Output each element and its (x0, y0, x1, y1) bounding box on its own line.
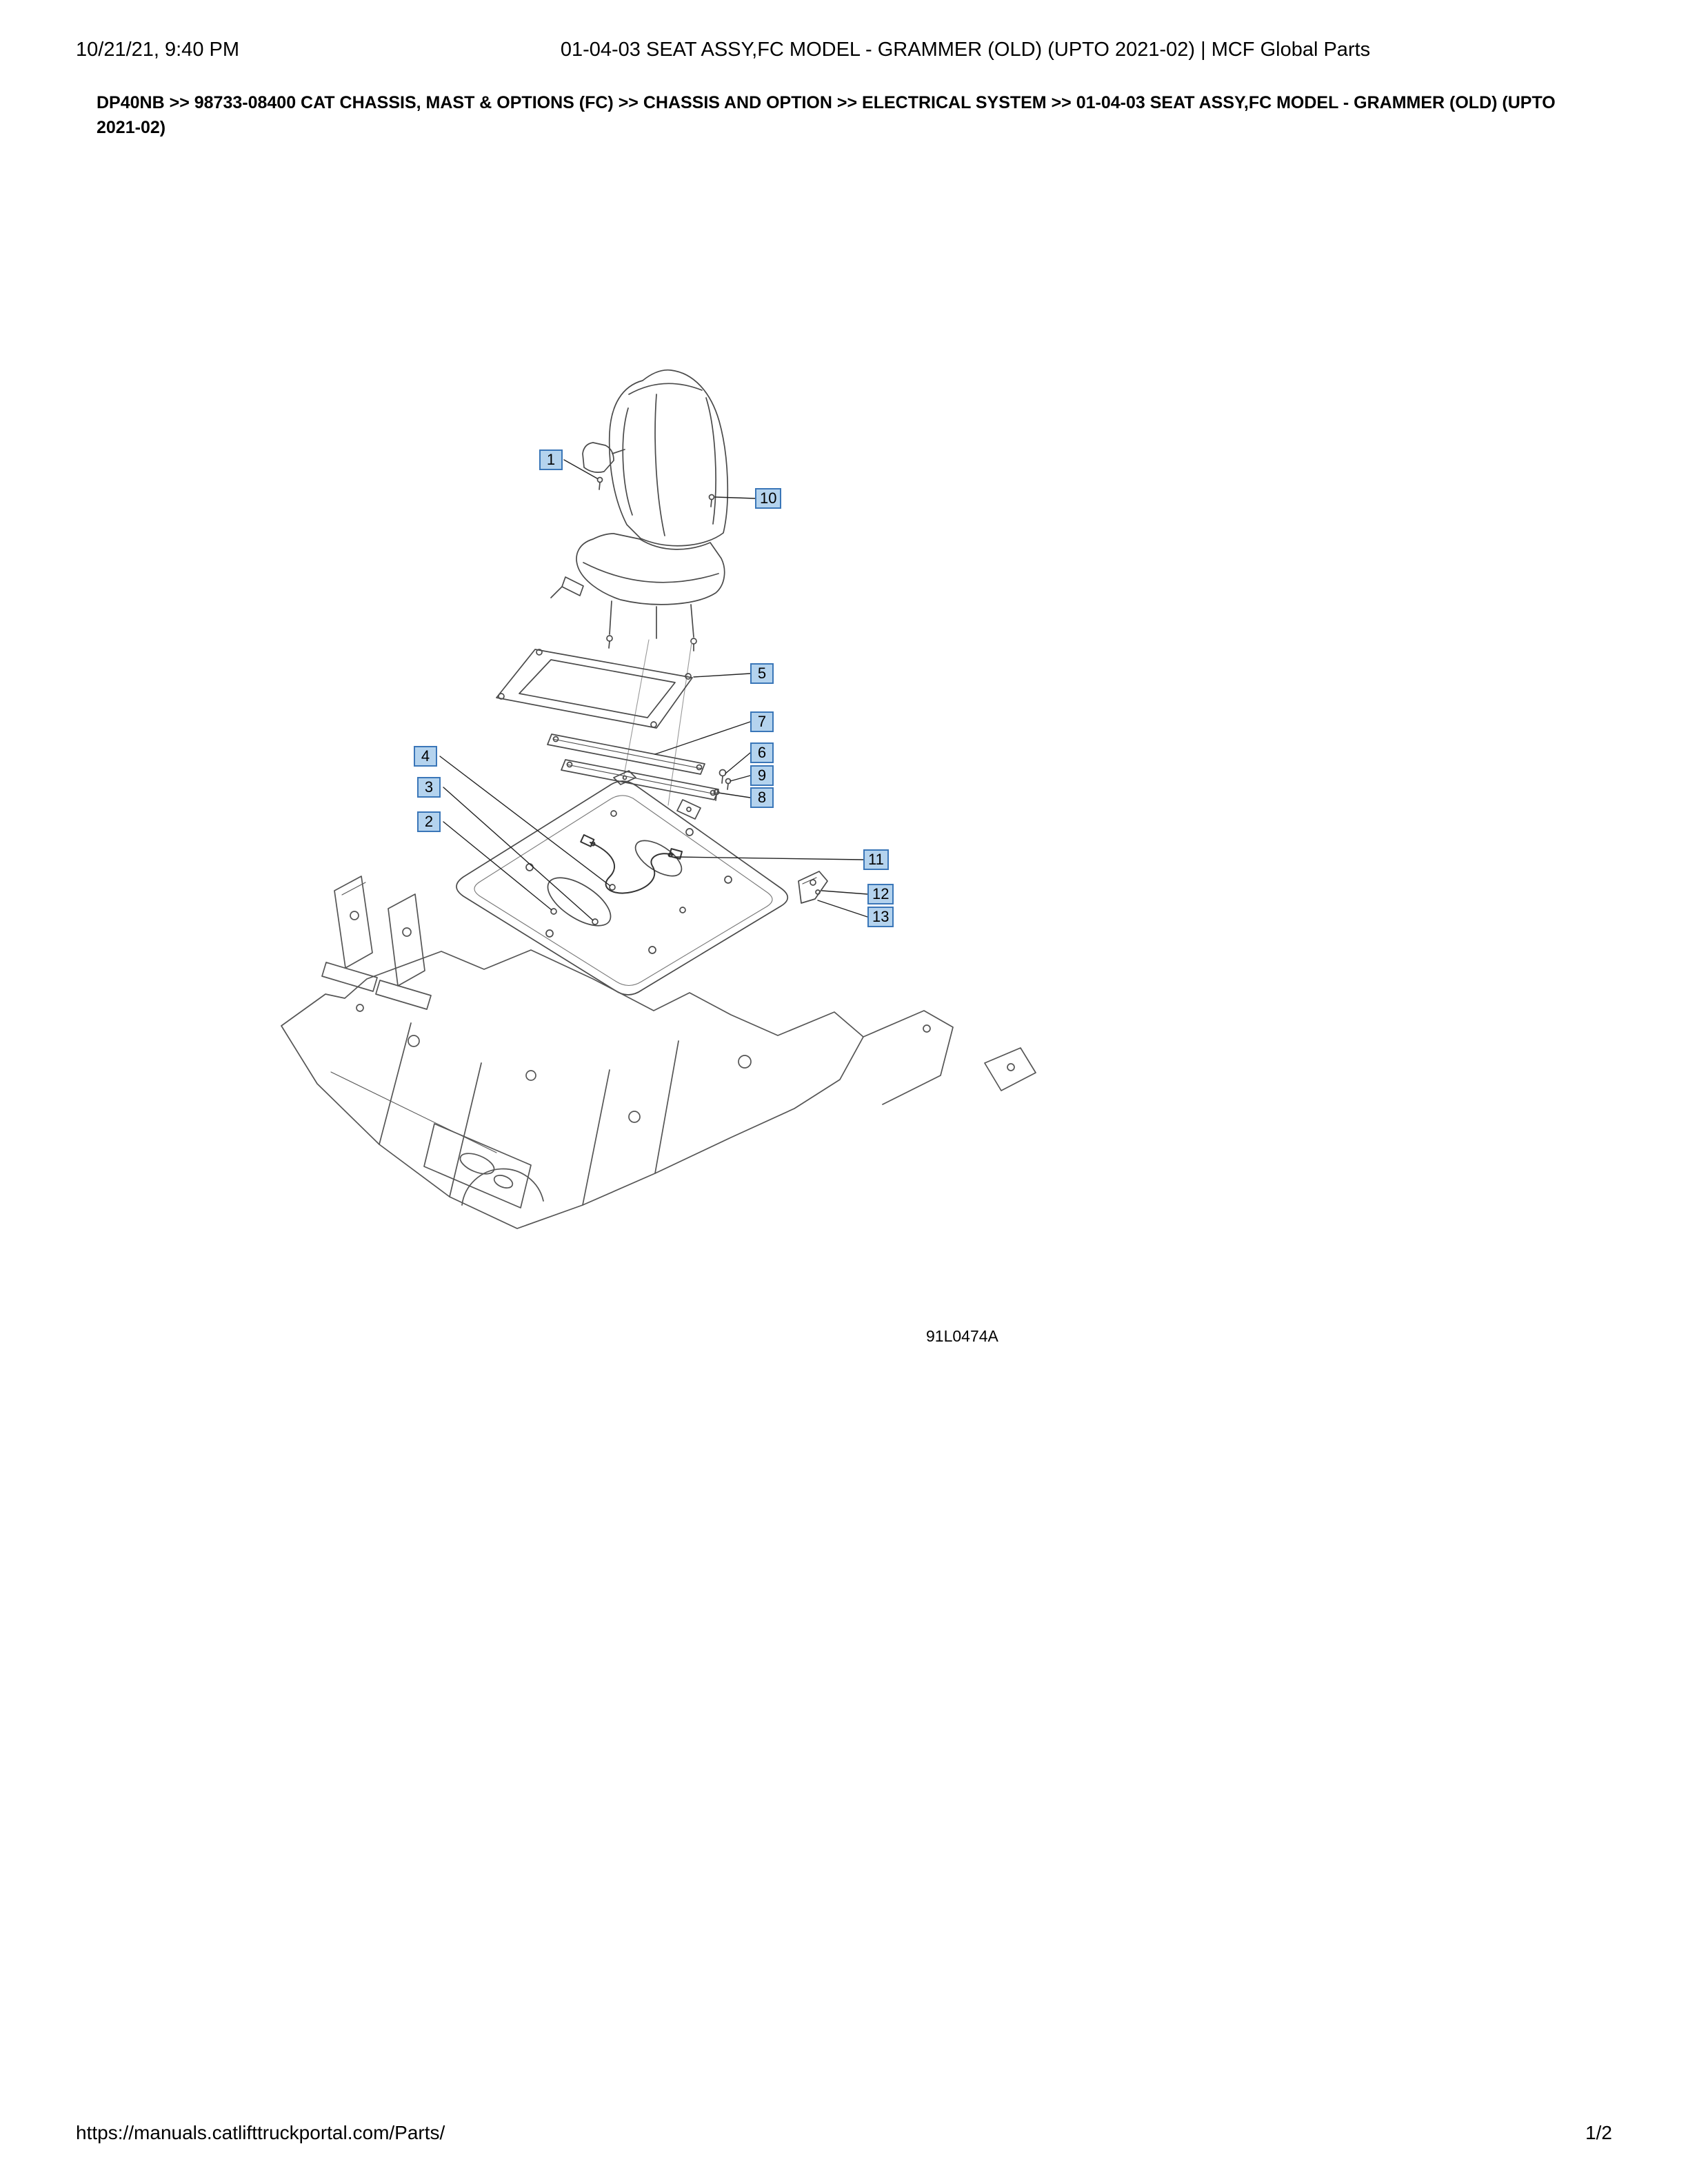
suspension-frame (496, 649, 693, 729)
callout-1[interactable]: 1 (539, 449, 563, 470)
seat-slide-rails (547, 734, 732, 801)
page-number: 1/2 (1585, 2122, 1612, 2143)
page-title: 01-04-03 SEAT ASSY,FC MODEL - GRAMMER (O… (560, 39, 1371, 61)
callout-9[interactable]: 9 (750, 765, 774, 786)
callout-3[interactable]: 3 (417, 777, 441, 798)
breadcrumb: DP40NB >> 98733-08400 CAT CHASSIS, MAST … (97, 93, 1556, 137)
callout-5[interactable]: 5 (750, 663, 774, 684)
callout-10[interactable]: 10 (755, 488, 782, 509)
exploded-view-drawing (281, 369, 1036, 1229)
callout-7[interactable]: 7 (750, 711, 774, 732)
callout-13[interactable]: 13 (867, 907, 894, 927)
callout-11[interactable]: 11 (863, 849, 889, 870)
callout-2[interactable]: 2 (417, 811, 441, 832)
callout-6[interactable]: 6 (750, 742, 774, 763)
print-timestamp: 10/21/21, 9:40 PM (76, 39, 239, 61)
source-url: https://manuals.catlifttruckportal.com/P… (76, 2122, 445, 2143)
callout-4[interactable]: 4 (414, 746, 437, 767)
wiring-harness (580, 834, 683, 894)
leader-lines (439, 459, 868, 921)
print-footer: https://manuals.catlifttruckportal.com/P… (76, 2122, 1612, 2144)
exploded-axis-lines (623, 639, 692, 806)
chassis-frame (281, 876, 1036, 1229)
parts-diagram: 1 10 5 7 6 9 8 4 3 2 11 12 13 (207, 331, 1241, 1365)
callout-8[interactable]: 8 (750, 787, 774, 808)
seat (550, 369, 729, 651)
callout-12[interactable]: 12 (867, 884, 894, 904)
figure-code: 91L0474A (926, 1327, 998, 1345)
